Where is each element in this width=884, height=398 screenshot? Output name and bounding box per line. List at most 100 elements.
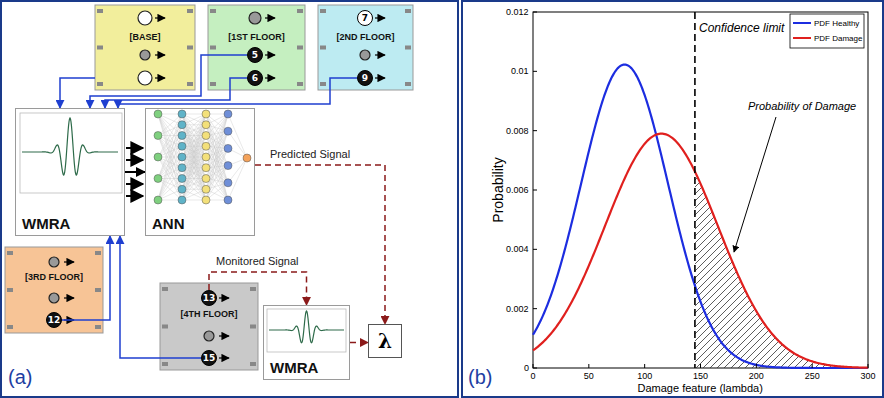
neuron — [224, 162, 232, 170]
sensor-circle: 6 — [247, 70, 263, 86]
signal-connector — [255, 165, 385, 324]
tick-label: 0.01 — [511, 66, 529, 76]
sensor-mark — [140, 50, 150, 60]
wavelet-signal — [22, 118, 118, 175]
sensor-mark — [204, 331, 214, 341]
sensor-number: 9 — [362, 74, 368, 83]
tick-label: 200 — [749, 371, 764, 381]
wavelet-signal — [269, 311, 344, 343]
column-mark — [405, 46, 411, 50]
column-mark — [97, 9, 103, 13]
neuron — [178, 132, 186, 140]
floor-ground — [208, 5, 305, 90]
signal-connector — [209, 272, 307, 305]
signal-connector — [350, 342, 368, 344]
neuron — [178, 121, 186, 129]
network-link — [158, 146, 182, 200]
sensor-number: 12 — [48, 316, 61, 325]
column-mark — [97, 46, 103, 50]
column-mark — [210, 9, 216, 13]
column-mark — [162, 287, 168, 291]
column-mark — [320, 82, 326, 86]
annotation: Damage feature (lambda) — [638, 382, 763, 394]
direction-arrow — [375, 54, 385, 55]
tick-mark — [533, 130, 537, 131]
tick-label: 0.002 — [506, 304, 529, 314]
direction-arrow — [219, 297, 229, 298]
sensor-mark — [360, 50, 370, 60]
network-link — [158, 114, 182, 146]
neuron — [178, 196, 186, 204]
neuron — [154, 153, 162, 161]
floor-label: [4TH FLOOR] — [160, 309, 258, 319]
signal-connector — [125, 171, 145, 173]
neuron — [202, 110, 210, 118]
neuron — [178, 110, 186, 118]
tick-label: 250 — [805, 371, 820, 381]
module-label: ANN — [152, 215, 185, 232]
tick-mark — [644, 364, 645, 368]
coefficient-arrow — [126, 147, 143, 149]
sensor-circle: 15 — [201, 350, 217, 366]
column-mark — [187, 82, 193, 86]
direction-arrow — [155, 17, 165, 18]
floor-ground — [160, 283, 258, 370]
damage-curve — [533, 134, 868, 368]
annotation: Probability — [489, 157, 505, 222]
network-link — [228, 131, 247, 158]
neuron — [202, 164, 210, 172]
sensor-number: 6 — [252, 74, 258, 83]
sensor-number: 7 — [362, 14, 368, 23]
network-link — [158, 125, 182, 179]
column-mark — [162, 362, 168, 366]
direction-arrow — [219, 357, 229, 358]
signal-connector — [90, 55, 247, 108]
network-link — [182, 114, 206, 146]
network-link — [182, 146, 206, 200]
tick-label: 100 — [637, 371, 652, 381]
neuron — [178, 164, 186, 172]
legend-text: PDF Healthy — [814, 19, 859, 28]
neuron — [178, 185, 186, 193]
coefficient-arrow — [126, 159, 143, 161]
floor-label: [1ST FLOOR] — [208, 32, 305, 42]
signal-connector — [120, 236, 201, 358]
output-symbol: λ — [378, 329, 392, 353]
direction-arrow — [64, 261, 74, 262]
tick-mark — [812, 364, 813, 368]
direction-arrow — [375, 77, 385, 78]
processing-box: WMRA — [15, 108, 125, 236]
tick-mark — [756, 364, 757, 368]
panel-letter: (a) — [8, 366, 32, 389]
column-mark — [95, 251, 101, 255]
neuron — [202, 142, 210, 150]
edge-label: Predicted Signal — [268, 148, 352, 160]
column-mark — [162, 325, 168, 329]
column-mark — [95, 325, 101, 329]
column-mark — [320, 9, 326, 13]
column-mark — [405, 82, 411, 86]
neuron — [202, 196, 210, 204]
column-mark — [95, 288, 101, 292]
column-mark — [250, 325, 256, 329]
module-label: WMRA — [270, 359, 318, 376]
neuron — [154, 132, 162, 140]
tick-label: 50 — [584, 371, 594, 381]
tick-label: 0.004 — [506, 244, 529, 254]
tick-label: 0 — [531, 371, 536, 381]
sensor-number: 15 — [203, 354, 216, 363]
signal-frame — [267, 309, 346, 352]
network-link — [182, 114, 206, 146]
network-link — [158, 125, 182, 157]
direction-arrow — [265, 77, 275, 78]
confidence-line — [694, 12, 696, 368]
neuron — [154, 175, 162, 183]
neuron — [202, 175, 210, 183]
direction-arrow — [219, 335, 229, 336]
tick-label: 150 — [693, 371, 708, 381]
column-mark — [7, 251, 13, 255]
plot-area — [533, 12, 868, 368]
tick-mark — [533, 368, 537, 369]
damage-hatch — [695, 172, 868, 368]
